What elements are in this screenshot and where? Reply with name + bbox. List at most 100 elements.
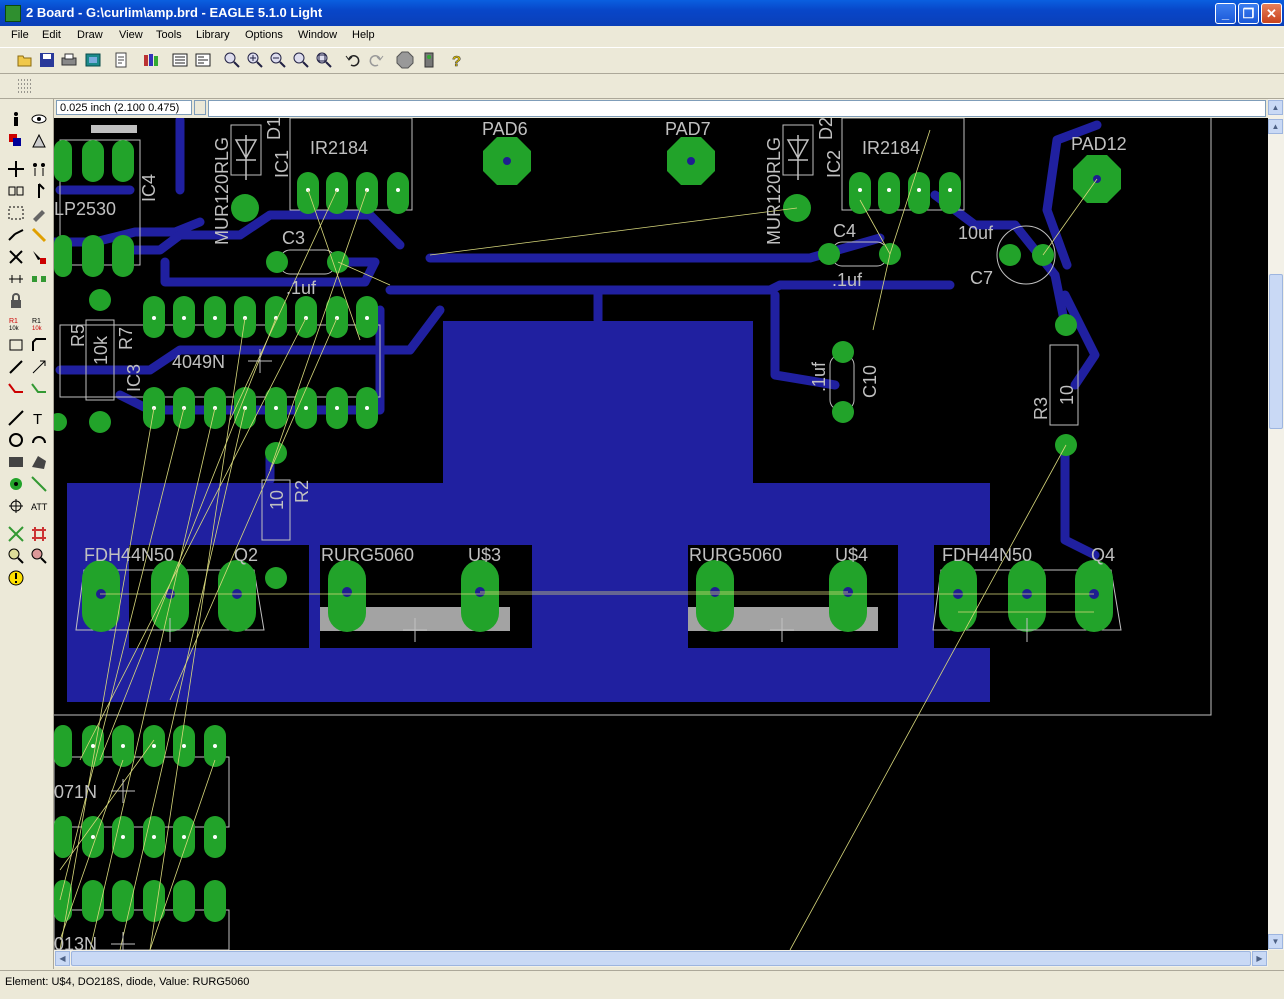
coordinate-dropdown-button[interactable] — [194, 100, 206, 115]
menu-library[interactable]: Library — [196, 29, 230, 41]
split-icon[interactable] — [7, 226, 25, 244]
horizontal-scroll-thumb[interactable] — [71, 951, 1251, 966]
schematic-icon[interactable] — [194, 51, 212, 69]
open-icon[interactable] — [16, 51, 34, 69]
svg-text:10k: 10k — [9, 326, 20, 332]
script-icon[interactable] — [112, 51, 130, 69]
split-wire-icon[interactable] — [7, 358, 25, 376]
vertical-scroll-thumb[interactable] — [1269, 274, 1283, 429]
replace-icon[interactable] — [30, 270, 48, 288]
zoom-out-icon[interactable] — [269, 51, 287, 69]
redo-icon[interactable] — [367, 51, 385, 69]
label-q4: Q4 — [1091, 545, 1115, 565]
drc-icon[interactable] — [30, 547, 48, 565]
optimize-icon[interactable] — [30, 358, 48, 376]
label-r3-value: 10 — [1057, 385, 1077, 405]
save-icon[interactable] — [38, 51, 56, 69]
stop-icon[interactable] — [396, 51, 414, 69]
info-icon[interactable] — [7, 110, 25, 128]
scroll-down-button[interactable]: ▼ — [1268, 934, 1283, 949]
rotate-icon[interactable] — [30, 182, 48, 200]
vertical-scrollbar[interactable]: ▲ ▲ ▼ — [1268, 99, 1284, 950]
minimize-button[interactable]: _ — [1215, 3, 1236, 24]
arc-icon[interactable] — [30, 431, 48, 449]
route-icon[interactable] — [7, 380, 25, 398]
smash-icon[interactable] — [7, 336, 25, 354]
eagle-app-icon[interactable] — [5, 5, 21, 22]
menu-view[interactable]: View — [119, 29, 143, 41]
scroll-right-button[interactable]: ▶ — [1252, 951, 1267, 966]
copy-icon[interactable] — [30, 160, 48, 178]
ripup-icon[interactable] — [30, 380, 48, 398]
menu-options[interactable]: Options — [245, 29, 283, 41]
label-fdh44n50-a: FDH44N50 — [84, 545, 174, 565]
title-bar[interactable]: 2 Board - G:\curlim\amp.brd - EAGLE 5.1.… — [0, 0, 1284, 26]
add-icon[interactable] — [30, 248, 48, 266]
errors-icon[interactable] — [7, 569, 25, 587]
menu-window[interactable]: Window — [298, 29, 338, 41]
board-canvas[interactable]: PAD6 PAD7 PAD12 IR2184 IR2184 IC1 IC2 IC… — [54, 118, 1268, 950]
cam-icon[interactable] — [84, 51, 102, 69]
maximize-icon: ❐ — [1242, 6, 1255, 21]
signal-icon[interactable] — [30, 475, 48, 493]
menu-help[interactable]: Help — [352, 29, 375, 41]
grid-icon[interactable] — [16, 77, 34, 95]
svg-text:R1: R1 — [32, 318, 41, 325]
pinswap-icon[interactable] — [7, 270, 25, 288]
move-icon[interactable] — [7, 160, 25, 178]
group-icon[interactable] — [7, 204, 25, 222]
go-icon[interactable] — [420, 51, 438, 69]
hole-icon[interactable] — [7, 497, 25, 515]
zoom-redraw-icon[interactable] — [292, 51, 310, 69]
attribute-icon[interactable]: ATT — [30, 497, 48, 515]
via-icon[interactable] — [7, 475, 25, 493]
help-icon[interactable]: ? — [448, 51, 466, 69]
horizontal-scrollbar[interactable]: ◀ ▶ — [54, 950, 1268, 967]
mark-icon[interactable] — [30, 132, 48, 150]
label-u4: U$4 — [835, 545, 868, 565]
maximize-button[interactable]: ❐ — [1238, 3, 1259, 24]
ic4-mark — [91, 125, 137, 133]
command-line-input[interactable] — [208, 100, 1266, 117]
lock-icon[interactable] — [7, 292, 25, 310]
window-title: 2 Board - G:\curlim\amp.brd - EAGLE 5.1.… — [26, 5, 323, 20]
library-icon[interactable] — [142, 51, 160, 69]
zoom-select-icon[interactable] — [315, 51, 333, 69]
change-icon[interactable] — [30, 204, 48, 222]
auto-icon[interactable] — [30, 525, 48, 543]
menu-file[interactable]: File — [11, 29, 29, 41]
label-c3-value: .1uf — [286, 278, 317, 298]
close-button[interactable]: ✕ — [1261, 3, 1282, 24]
zoom-fit-icon[interactable] — [223, 51, 241, 69]
display-icon[interactable] — [7, 132, 25, 150]
paste-icon[interactable] — [30, 226, 48, 244]
menu-edit[interactable]: Edit — [42, 29, 61, 41]
text-icon[interactable]: T — [30, 409, 48, 427]
label-r-10k: 10k — [91, 335, 111, 365]
label-ic4: IC4 — [139, 174, 159, 202]
print-icon[interactable] — [60, 51, 78, 69]
miter-icon[interactable] — [30, 336, 48, 354]
svg-text:T: T — [33, 411, 42, 427]
erc-icon[interactable] — [7, 547, 25, 565]
board-icon[interactable] — [171, 51, 189, 69]
mirror-icon[interactable] — [7, 182, 25, 200]
ratsnest-icon[interactable] — [7, 525, 25, 543]
silkscreen-text: PAD6 PAD7 PAD12 IR2184 IR2184 IC1 IC2 IC… — [54, 118, 1127, 950]
scroll-left-button[interactable]: ◀ — [55, 951, 70, 966]
scroll-up-button-2[interactable]: ▲ — [1268, 119, 1283, 134]
show-icon[interactable] — [30, 110, 48, 128]
scroll-up-button[interactable]: ▲ — [1268, 100, 1283, 115]
polygon-icon[interactable] — [30, 453, 48, 471]
wire-icon[interactable] — [7, 409, 25, 427]
svg-text:?: ? — [452, 53, 461, 69]
circle-icon[interactable] — [7, 431, 25, 449]
undo-icon[interactable] — [344, 51, 362, 69]
menu-draw[interactable]: Draw — [77, 29, 103, 41]
zoom-in-icon[interactable] — [246, 51, 264, 69]
delete-icon[interactable] — [7, 248, 25, 266]
rect-icon[interactable] — [7, 453, 25, 471]
menu-tools[interactable]: Tools — [156, 29, 182, 41]
